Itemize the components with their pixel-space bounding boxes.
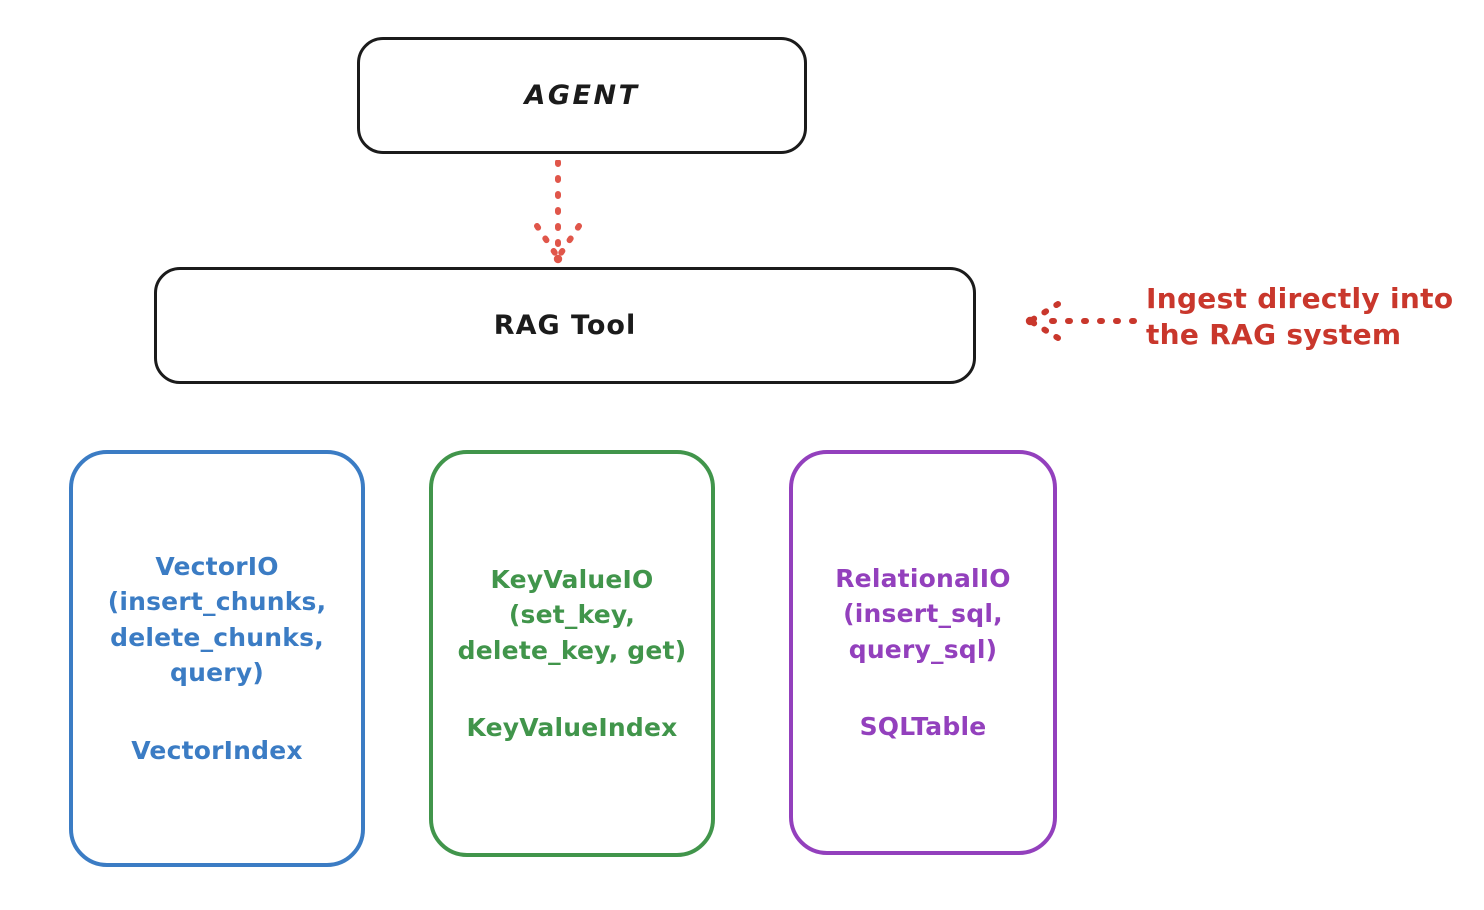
- ingest-pointer-arrow-icon: [1025, 301, 1137, 341]
- rag-tool-node[interactable]: RAG Tool: [154, 267, 976, 384]
- relational-io-api-label: RelationalIO (insert_sql, query_sql): [835, 563, 1011, 664]
- relational-io-text: RelationalIO (insert_sql, query_sql) SQL…: [829, 561, 1017, 745]
- agent-node[interactable]: AGENT: [357, 37, 807, 154]
- key-value-index-label: KeyValueIndex: [466, 713, 678, 742]
- agent-to-rag-tool-arrow-icon: [534, 160, 582, 264]
- agent-node-label: AGENT: [524, 79, 640, 111]
- sql-table-label: SQLTable: [859, 712, 987, 741]
- vector-io-text: VectorIO (insert_chunks, delete_chunks, …: [102, 549, 333, 769]
- key-value-io-node[interactable]: KeyValueIO (set_key, delete_key, get) Ke…: [429, 450, 715, 857]
- key-value-io-text: KeyValueIO (set_key, delete_key, get) Ke…: [452, 562, 693, 746]
- relational-io-node[interactable]: RelationalIO (insert_sql, query_sql) SQL…: [789, 450, 1057, 855]
- vector-io-node[interactable]: VectorIO (insert_chunks, delete_chunks, …: [69, 450, 365, 867]
- vector-io-api-label: VectorIO (insert_chunks, delete_chunks, …: [107, 551, 327, 688]
- key-value-io-api-label: KeyValueIO (set_key, delete_key, get): [457, 564, 687, 665]
- vector-index-label: VectorIndex: [131, 735, 303, 765]
- rag-tool-node-label: RAG Tool: [493, 309, 637, 341]
- ingest-annotation-text: Ingest directly into the RAG system: [1146, 282, 1454, 352]
